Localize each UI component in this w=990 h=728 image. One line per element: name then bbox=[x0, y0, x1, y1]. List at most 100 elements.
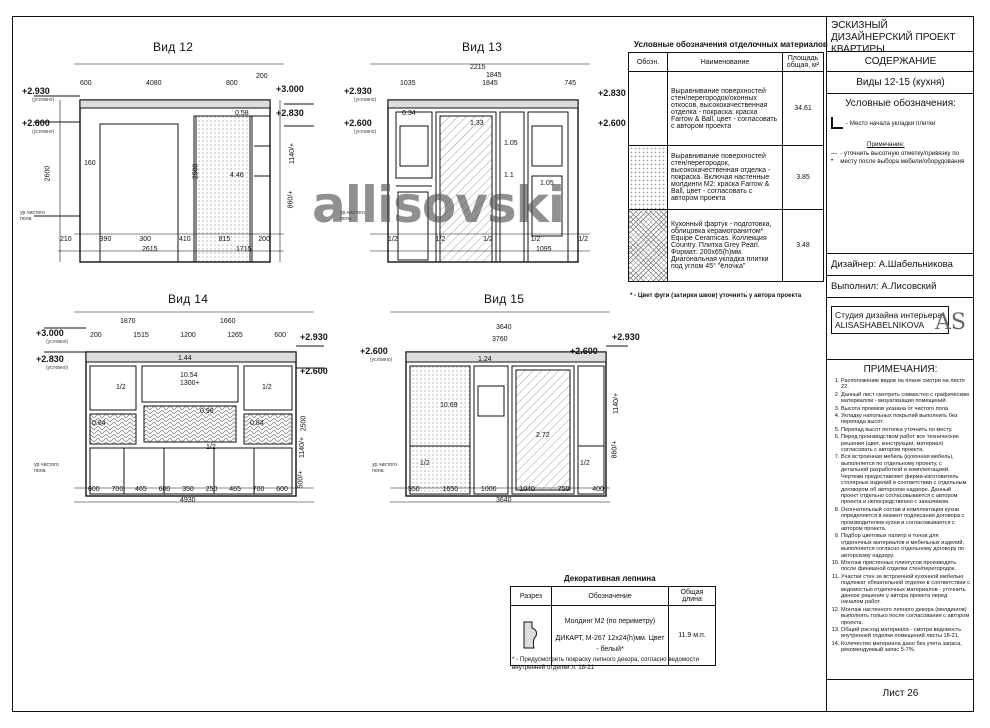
view-15-title: Вид 15 bbox=[484, 292, 525, 306]
view-14-area-6: 0.84 bbox=[250, 420, 264, 427]
view-13-level-2-sub: (условно) bbox=[354, 129, 377, 135]
legend-note: - уточнить высотную отметку/привязку по … bbox=[840, 150, 965, 165]
note-item: Участки стен за встроенной кухонной мебе… bbox=[841, 574, 970, 606]
legend-note-marker: —• bbox=[831, 150, 838, 164]
view-12-left-dim-1: 2600 bbox=[44, 165, 52, 182]
dim: 600 bbox=[276, 486, 288, 493]
view-14-total-dim: 4930 bbox=[180, 497, 196, 504]
view-13-area-2: 1.05 bbox=[504, 140, 518, 147]
view-12-area-1: 4.46 bbox=[230, 172, 244, 179]
note-item: Окончательный состав и комплектация кухн… bbox=[841, 507, 970, 533]
view-13-top-dim-4: 1845 bbox=[486, 72, 502, 79]
view-14-drawing bbox=[44, 311, 324, 503]
dim: 465 bbox=[135, 486, 147, 493]
note-item: Количество материала дано без учета запа… bbox=[841, 641, 970, 654]
view-12-level-2: +2.600 bbox=[22, 118, 50, 128]
note-item: Вся встроенная мебель (кухонная мебель),… bbox=[841, 454, 970, 505]
moulding-table: Разрез Обозначение Общая длина Молдинг М… bbox=[510, 586, 716, 666]
view-15-level-1-sub: (условно) bbox=[370, 357, 393, 363]
dim: 1200 bbox=[180, 332, 196, 339]
view-13-area-4: 1.33 bbox=[470, 120, 484, 127]
view-14-top-dim-7: 1660 bbox=[220, 318, 236, 325]
note-item: Перепад высот потолка уточнить по месту. bbox=[841, 427, 970, 433]
view-15-right-dim-2: 860/+ bbox=[611, 440, 619, 459]
view-12-left-dim-2: 160 bbox=[84, 160, 96, 167]
view-14-area-5: 0.84 bbox=[92, 420, 106, 427]
view-15-top-dim-2: 3640 bbox=[496, 324, 512, 331]
studio-logo: AS bbox=[935, 310, 966, 335]
legend-title: Условные обозначения: bbox=[845, 98, 956, 109]
view-14-right-dim-2: 1140/+ bbox=[299, 436, 307, 459]
dim: 410 bbox=[178, 236, 191, 243]
view-15-right-dim-1: 1140/+ bbox=[613, 392, 621, 415]
legend-item-1: - Место начала укладки плитки bbox=[846, 119, 936, 127]
dim: 600 bbox=[88, 486, 100, 493]
view-15-drawing bbox=[390, 311, 628, 503]
note-item: Перед производством работ все технически… bbox=[841, 434, 970, 453]
dim: 815 bbox=[218, 236, 231, 243]
views-title: Виды 12-15 (кухня) bbox=[827, 72, 974, 94]
dim: 600 bbox=[274, 332, 286, 339]
dim: 1035 bbox=[400, 80, 416, 87]
view-14-area-9: 1/2 bbox=[262, 384, 272, 391]
view-13-top-dims: 1035 1845 745 bbox=[400, 80, 576, 87]
material-swatch-cross bbox=[628, 209, 668, 282]
view-14-level-2: +2.830 bbox=[36, 354, 64, 364]
studio-name: Студия дизайна интерьера ALISASHABELNIKO… bbox=[831, 306, 949, 334]
view-13-drawing bbox=[370, 63, 590, 263]
material-1-area: 34.61 bbox=[782, 71, 824, 146]
moulding-header-section: Разрез bbox=[510, 586, 552, 606]
note-item: Укладку напольных покрытий выполнить без… bbox=[841, 413, 970, 426]
view-12-floor-label: ур.чистого пола bbox=[20, 210, 45, 222]
view-13-level-1: +2.930 bbox=[344, 86, 372, 96]
dim: 1000 bbox=[480, 486, 497, 493]
view-14-level-1: +3.000 bbox=[36, 328, 64, 338]
view-12-drawing bbox=[34, 63, 314, 263]
dim: 1/2 bbox=[435, 236, 446, 243]
materials-header-area: Площадь общая, м² bbox=[782, 52, 824, 72]
view-12-area-2: 0.58 bbox=[235, 110, 249, 117]
view-14-area-4: 0.96 bbox=[200, 408, 214, 415]
view-12-right-dim-3: 860/+ bbox=[287, 190, 295, 209]
note-item: Общий расход материала - смотри ведомост… bbox=[841, 627, 970, 640]
executor-label: Выполнил: А.Лисовский bbox=[827, 276, 974, 298]
view-14-level-right-2: +2.600 bbox=[300, 366, 328, 376]
view-14-level-right-1: +2.930 bbox=[300, 332, 328, 342]
view-15-level-right-1: +2.930 bbox=[612, 332, 640, 342]
dim: 1845 bbox=[482, 80, 498, 87]
designer-label: Дизайнер: А.Шабельникова bbox=[827, 254, 974, 276]
section-title: СОДЕРЖАНИЕ bbox=[827, 52, 974, 72]
moulding-footnote: * - Предусмотреть покраску лепного декор… bbox=[512, 656, 699, 671]
note-item: Высота проемов указана от чистого пола. bbox=[841, 406, 970, 412]
dim: 400 bbox=[592, 486, 604, 493]
material-swatch-plain bbox=[628, 71, 668, 146]
view-13-floor-label: ур.чистого пола bbox=[340, 210, 365, 222]
notes-title: ПРИМЕЧАНИЯ: bbox=[863, 364, 938, 375]
view-15-level-1: +2.600 bbox=[360, 346, 388, 356]
watermark-logo: allisovski bbox=[312, 176, 565, 234]
view-14-right-dim-3: 500/+ bbox=[297, 470, 305, 489]
dim: 1515 bbox=[133, 332, 149, 339]
view-12-level-1-sub: (условно) bbox=[32, 97, 55, 103]
moulding-length: 11.9 м.п. bbox=[668, 605, 716, 666]
dim: 465 bbox=[229, 486, 241, 493]
material-2-name: Выравнивание поверхностей стен/перегород… bbox=[667, 145, 783, 210]
view-14-top-dims: 200 1515 1200 1265 600 bbox=[90, 332, 286, 339]
dim: 600 bbox=[158, 486, 171, 493]
view-12-top-dim-4: 200 bbox=[256, 73, 268, 80]
materials-table: Обозн. Наименование Площадь общая, м² Вы… bbox=[628, 52, 824, 282]
moulding-header-name: Обозначение bbox=[551, 586, 669, 606]
view-12-level-1: +2.930 bbox=[22, 86, 50, 96]
view-12-right-dim-2: 1140/+ bbox=[289, 142, 297, 165]
dim: 1/2 bbox=[388, 236, 398, 243]
note-item: Подбор цветовых палитр и тонов для отдел… bbox=[841, 533, 970, 559]
view-14-level-1-sub: (условно) bbox=[46, 339, 69, 345]
view-12-bottom-dims: 210 390 300 410 815 200 bbox=[60, 236, 270, 243]
moulding-header-length: Общая длина bbox=[668, 586, 716, 606]
materials-footnote: * - Цвет фуги (затирки швов) уточнить у … bbox=[630, 292, 802, 299]
project-title: ЭСКИЗНЫЙ ДИЗАЙНЕРСКИЙ ПРОЕКТ КВАРТИРЫ bbox=[827, 16, 974, 55]
view-15-total-dim: 3640 bbox=[496, 497, 512, 504]
view-13-level-2: +2.600 bbox=[344, 118, 372, 128]
view-15-area-2: 10.69 bbox=[440, 402, 458, 409]
material-1-name: Выравнивание поверхностей стен/перегород… bbox=[667, 71, 783, 146]
